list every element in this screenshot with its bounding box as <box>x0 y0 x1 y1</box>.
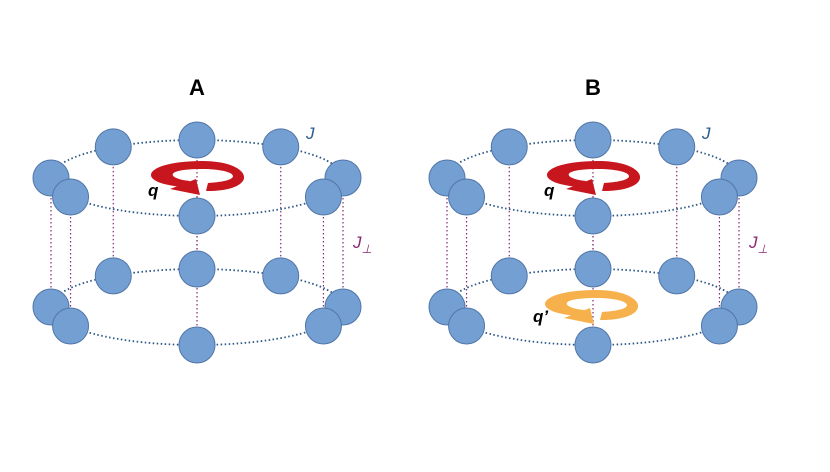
lower-circulation-arrow-body <box>544 290 639 320</box>
perp-subscript: ⊥ <box>758 242 768 256</box>
lower-circulation-arrow-head <box>564 308 594 324</box>
upper-site--90 <box>574 197 612 235</box>
upper-site-55 <box>262 128 300 166</box>
lower-circulation-arrow <box>544 290 639 324</box>
lower-site-90 <box>178 250 216 288</box>
lower-site-125 <box>490 257 528 295</box>
upper-site-90 <box>178 121 216 159</box>
interlayer-bonds <box>50 140 344 345</box>
lower-charge-label: q’ <box>533 307 548 326</box>
upper-charge-label: q <box>148 181 159 200</box>
perp-subscript: ⊥ <box>362 242 372 256</box>
upper-circulation-arrow-head <box>566 179 596 195</box>
lower-site-125 <box>94 257 132 295</box>
interlayer-coupling-label: J⊥ <box>352 233 372 256</box>
lower-site--90 <box>574 326 612 364</box>
interlayer-bonds <box>446 140 740 345</box>
upper-site--150 <box>448 178 486 216</box>
upper-site-55 <box>658 128 696 166</box>
lower-site--30 <box>304 307 342 345</box>
upper-circulation-arrow-head <box>170 179 200 195</box>
interlayer-coupling-label: J⊥ <box>748 233 768 256</box>
upper-site--30 <box>304 178 342 216</box>
lower-site-55 <box>262 257 300 295</box>
upper-site-125 <box>94 128 132 166</box>
upper-site--30 <box>700 178 738 216</box>
upper-site-90 <box>574 121 612 159</box>
lower-site--150 <box>448 307 486 345</box>
upper-circulation-arrow-body <box>150 161 245 191</box>
panel-label: B <box>585 75 601 100</box>
lower-site-55 <box>658 257 696 295</box>
panel-label: A <box>189 75 205 100</box>
lower-site--150 <box>52 307 90 345</box>
upper-circulation-arrow <box>546 161 641 195</box>
intralayer-coupling-label: J <box>305 124 315 143</box>
lower-site--90 <box>178 326 216 364</box>
upper-site--150 <box>52 178 90 216</box>
upper-circulation-arrow-body <box>546 161 641 191</box>
upper-charge-label: q <box>544 181 555 200</box>
panel-a: q A J J⊥ <box>32 75 372 364</box>
upper-circulation-arrow <box>150 161 245 195</box>
panel-b: q’ q B J J⊥ <box>428 75 768 364</box>
upper-site--90 <box>178 197 216 235</box>
lower-site-90 <box>574 250 612 288</box>
upper-site-125 <box>490 128 528 166</box>
lower-site--30 <box>700 307 738 345</box>
intralayer-coupling-label: J <box>701 124 711 143</box>
